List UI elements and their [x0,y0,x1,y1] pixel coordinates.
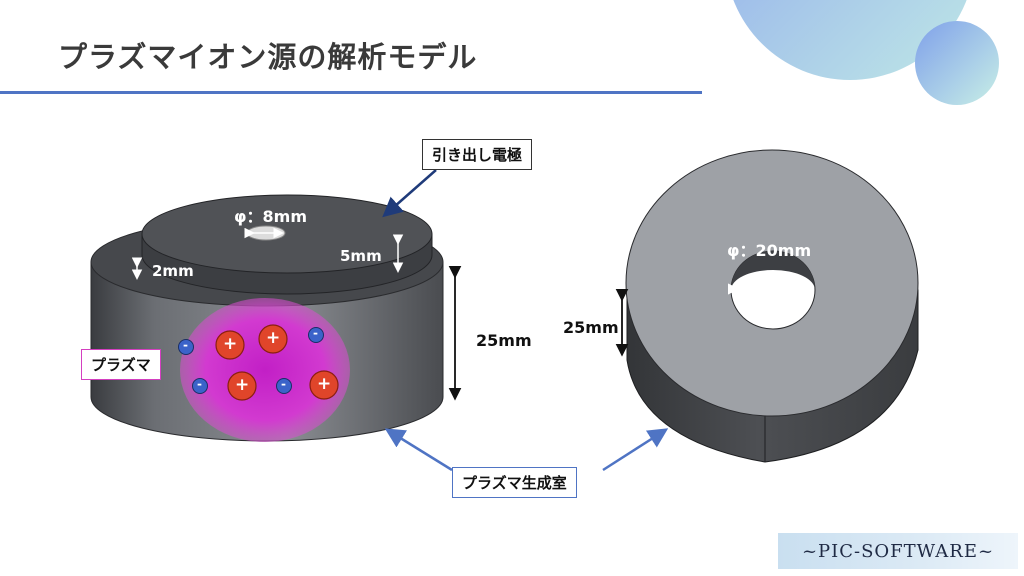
electron-sign: - [281,377,286,391]
positive-ion-sign: + [317,374,332,394]
electrode-top [141,194,433,274]
brand-logo: ~PIC-SOFTWARE~ [778,533,1018,569]
page-title: プラズマイオン源の解析モデル [58,40,478,74]
decor-circle-small [915,21,999,105]
positive-ion [258,324,288,354]
chamber-label: プラズマ生成室 [452,467,577,498]
dia-left-label: φ：8mm [234,207,307,226]
plasma-cloud [180,298,350,442]
ring-hole-inner-wall [731,251,815,290]
chamber-height-label-right: 25mm [563,318,619,337]
electrode-pointer-arrow [382,169,437,218]
positive-ion-sign: + [235,375,250,395]
positive-ion [309,370,339,400]
title-underline [0,91,702,94]
electrode-label: 引き出し電極 [422,139,533,170]
dia-right-label: φ：20mm [727,241,812,260]
plasma-label: プラズマ [81,349,161,380]
left-model [90,194,462,442]
right-model [615,149,919,463]
electron [178,339,194,355]
electron [276,378,292,394]
step-height-label: 2mm [152,262,194,280]
electrode-height-label: 5mm [340,247,382,265]
chamber-pointer-arrow-left [384,428,453,472]
chamber-pointer-arrow-right [602,428,669,472]
decor-circle-large [733,0,967,80]
electron-sign: - [313,326,318,340]
electron-sign: - [197,377,202,391]
electron-sign: - [183,338,188,352]
positive-ion [215,330,245,360]
positive-ion-sign: + [266,328,281,348]
positive-ion [227,371,257,401]
chamber-height-label-left: 25mm [476,331,532,350]
electron [192,378,208,394]
electron [308,327,324,343]
positive-ion-sign: + [223,334,238,354]
